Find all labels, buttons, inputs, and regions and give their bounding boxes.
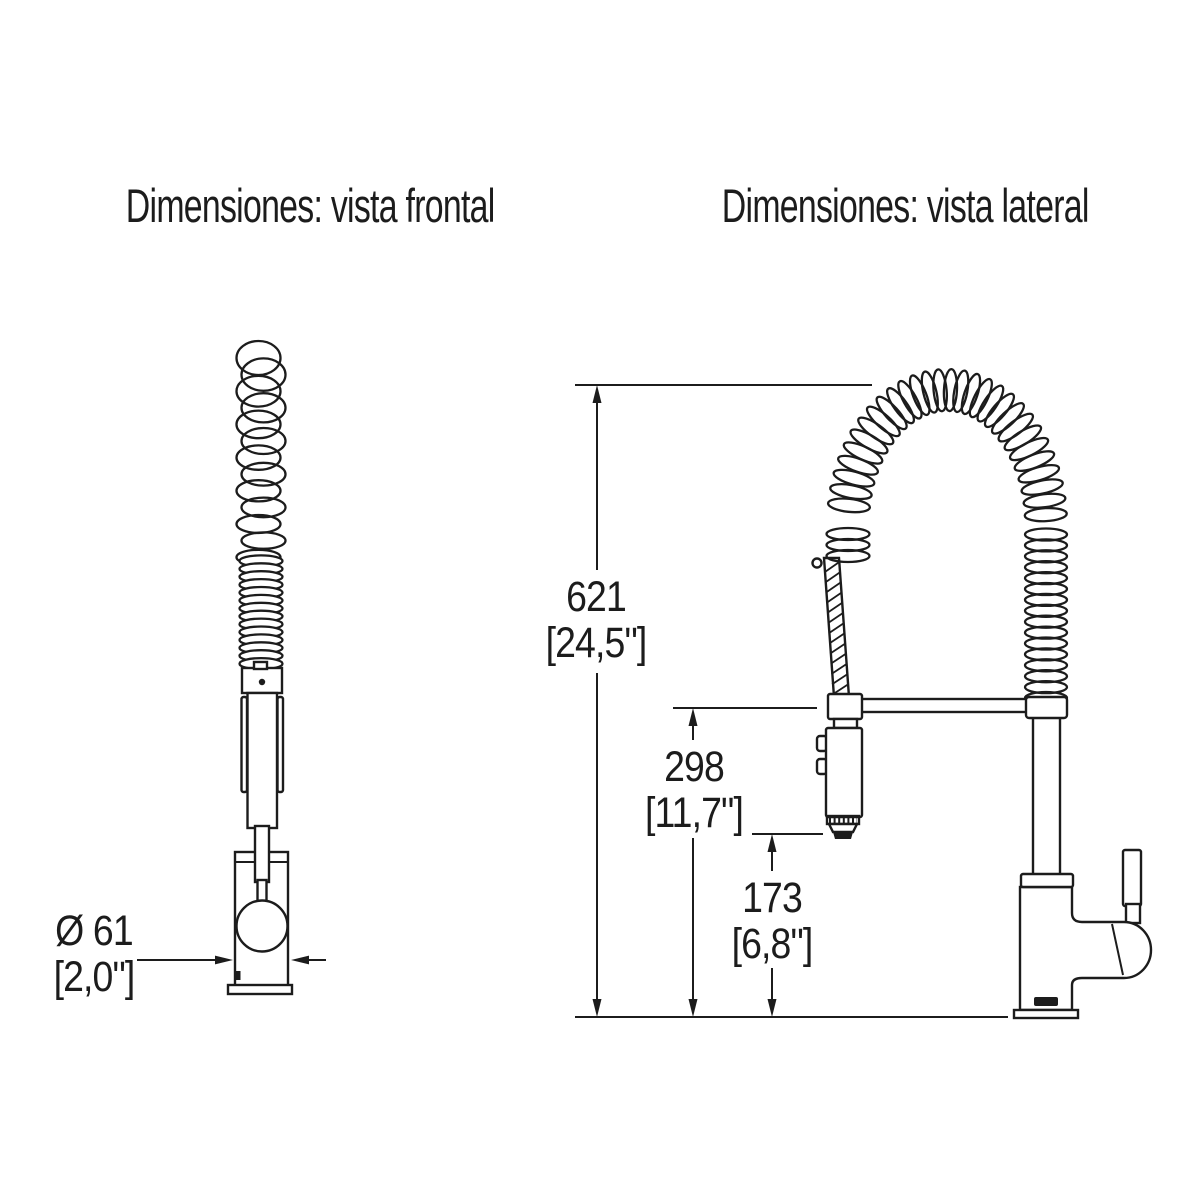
- side-spring-arch: [825, 367, 1069, 706]
- clearance-height-imperial: [6,8"]: [731, 920, 814, 968]
- front-spout-rod: [253, 824, 271, 884]
- front-left-rail: [240, 695, 249, 794]
- handle-mount-line: [1111, 923, 1124, 976]
- side-riser-pipe: [1031, 714, 1062, 878]
- dimension-annotations: [137, 384, 1008, 1018]
- front-base-flange: [226, 983, 294, 996]
- total-height-imperial: [24,5"]: [545, 619, 648, 667]
- total-height-metric: 621: [566, 573, 627, 621]
- side-riser-collar: [1024, 695, 1069, 720]
- front-diameter-label: Ø 61 [2,0"]: [20, 908, 168, 1000]
- side-body-marking: [1034, 997, 1058, 1006]
- spray-head-body: [824, 726, 864, 819]
- spray-aerator-tip: [833, 832, 853, 839]
- clearance-height-label: 173 [6,8"]: [698, 875, 846, 967]
- side-faucet-body-group: [1012, 848, 1153, 1020]
- side-view-drawing: [811, 367, 1153, 1020]
- total-height-label: 621 [24,5"]: [522, 574, 670, 666]
- front-spring-coil: [235, 339, 287, 671]
- side-body-collar: [1019, 872, 1075, 889]
- side-support-arm: [858, 697, 1030, 714]
- side-base-flange: [1012, 1008, 1080, 1020]
- clearance-height-metric: 173: [742, 874, 803, 922]
- front-connector-notch: [252, 660, 269, 671]
- handle-stem: [1124, 902, 1142, 925]
- spray-head-neck: [832, 717, 859, 730]
- front-view-drawing: [226, 339, 294, 996]
- handle-lever: [1121, 848, 1143, 908]
- front-body-marking: [236, 971, 241, 980]
- hose-braid-texture: [824, 561, 849, 696]
- side-spray-head: [815, 692, 864, 839]
- front-diameter-imperial: [2,0"]: [53, 953, 136, 1001]
- spout-height-metric: 298: [664, 743, 725, 791]
- front-diameter-metric: Ø 61: [55, 907, 134, 955]
- side-faucet-body: [1018, 885, 1153, 1012]
- front-handle-knob: [235, 899, 289, 953]
- spout-height-imperial: [11,7"]: [644, 789, 744, 837]
- spray-head-connector: [826, 692, 864, 721]
- front-connector-pin: [258, 678, 266, 686]
- spray-aerator-taper: [827, 822, 859, 834]
- spout-height-label: 298 [11,7"]: [620, 744, 768, 836]
- front-spray-column: [246, 691, 279, 830]
- spring-end-tip: [811, 557, 823, 569]
- front-right-rail: [276, 695, 285, 794]
